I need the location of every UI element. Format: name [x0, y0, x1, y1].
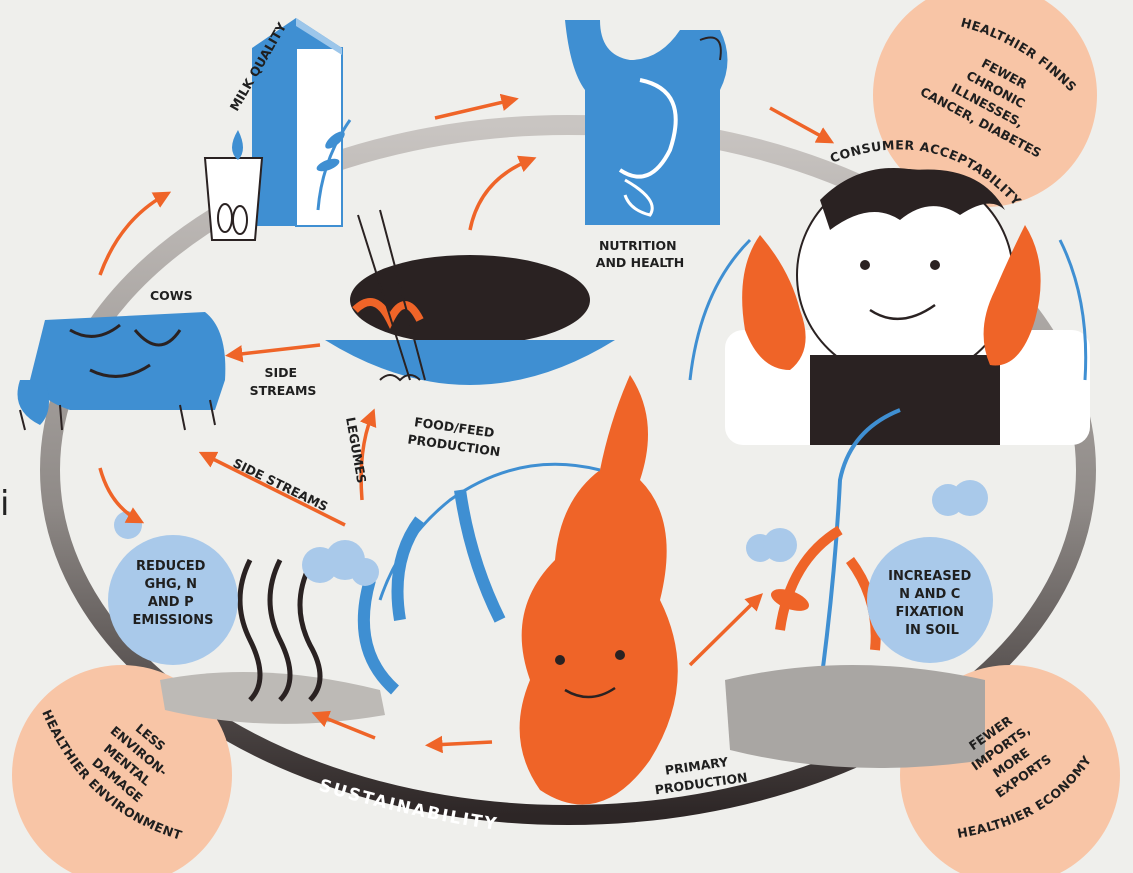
cows-label: COWS	[150, 288, 193, 303]
nutrition-health-label: NUTRITION AND HEALTH	[596, 238, 684, 270]
soil-right	[725, 665, 985, 768]
arrow-nutrition-to-consumer	[770, 108, 828, 140]
arrow-food-to-nutrition	[470, 160, 530, 230]
legumes-label: LEGUMES	[343, 416, 369, 484]
arrow-food-to-cows	[232, 345, 320, 355]
food-bowl-illustration	[325, 210, 615, 385]
stray-character: i	[0, 484, 9, 524]
side-streams-lower-label: SIDE STREAMS	[231, 455, 331, 514]
boy-with-carrots-illustration	[690, 168, 1090, 445]
food-feed-production-label: FOOD/FEED PRODUCTION	[407, 414, 504, 460]
arrow-primary-to-env-1	[432, 742, 492, 745]
arrow-milk-to-nutrition	[435, 100, 512, 118]
arrow-primary-to-fixation	[690, 598, 758, 665]
side-streams-upper-label: SIDE STREAMS	[250, 365, 317, 398]
human-torso-illustration	[565, 20, 728, 225]
